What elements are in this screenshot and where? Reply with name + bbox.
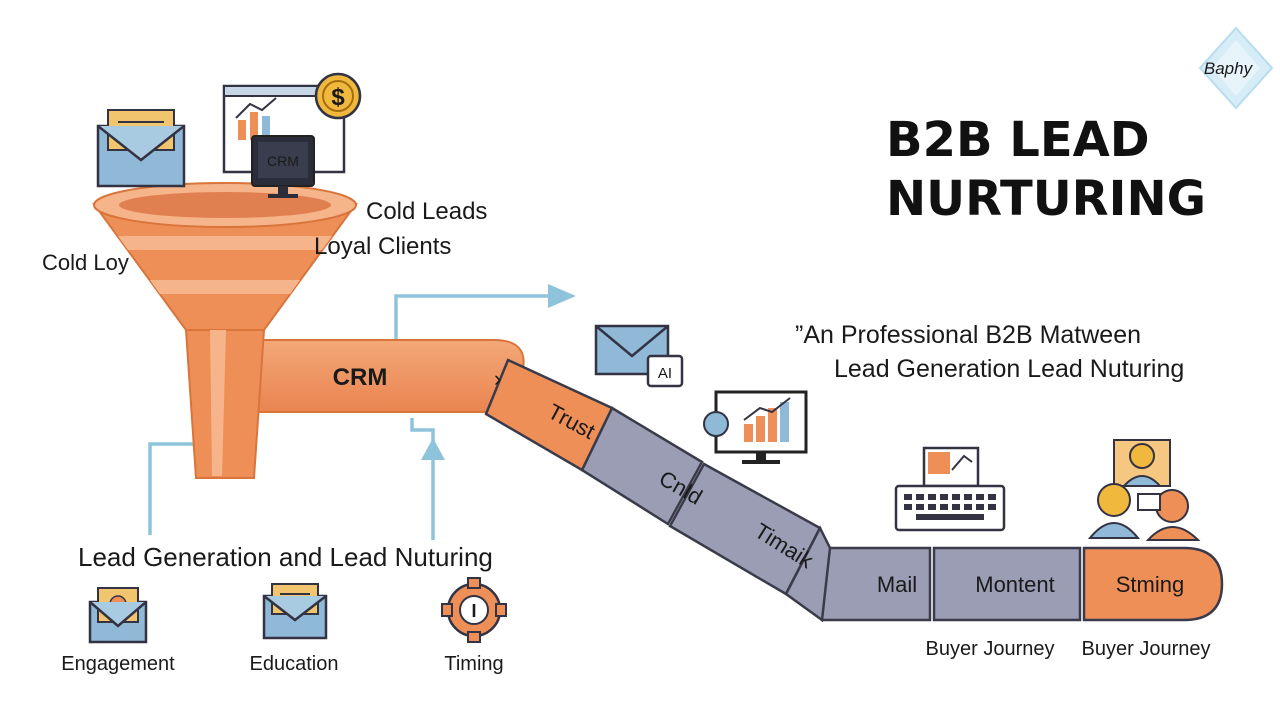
funnel: [92, 182, 358, 479]
title-line-2: NURTURING: [886, 171, 1206, 227]
pipe-label-crm: CRM: [333, 364, 388, 391]
segment-mail: Mail: [877, 572, 917, 597]
quote-line-1: ”An Professional B2B Matween: [795, 321, 1141, 349]
pipe-end: [1082, 546, 1224, 622]
timing-gear-icon: I: [441, 577, 507, 643]
segment-stming: Stming: [1116, 572, 1184, 597]
buyer-journey-label-2: Buyer Journey: [1082, 638, 1211, 660]
brand-logo: Baphy: [1198, 26, 1274, 110]
label-timing: Timing: [444, 653, 503, 675]
svg-text:$: $: [331, 84, 345, 111]
pipe-chevron-icon: ›: [494, 366, 501, 391]
flow-arrows: [148, 284, 576, 540]
pipe-bend: [784, 525, 832, 623]
crm-monitor-icon: CRM: [251, 135, 315, 198]
crm-monitor-label: CRM: [267, 153, 299, 169]
label-engagement: Engagement: [61, 653, 175, 675]
label-education: Education: [250, 653, 339, 675]
brand-name: Baphy: [1204, 59, 1254, 78]
envelope-icon: [96, 109, 186, 188]
email-ai-icon: AI: [594, 324, 684, 388]
segment-montent: Montent: [975, 572, 1055, 597]
svg-text:I: I: [471, 601, 476, 621]
education-icon: [262, 583, 328, 640]
team-people-icon: [1087, 439, 1201, 541]
keyboard-icon: [894, 446, 1006, 532]
engagement-icon: [88, 587, 148, 644]
label-loyal-clients: Loyal Clients: [314, 233, 451, 260]
label-cold-loy: Cold Loy: [42, 250, 129, 275]
quote-line-2: Lead Generation Lead Nuturing: [834, 355, 1184, 383]
analytics-monitor-icon: [703, 390, 808, 464]
label-cold-leads: Cold Leads: [366, 198, 487, 225]
dollar-coin-icon: $: [314, 72, 362, 120]
title-line-1: B2B LEAD: [886, 112, 1150, 168]
subtitle-lead-generation: Lead Generation and Lead Nuturing: [78, 542, 493, 572]
ai-badge-label: AI: [658, 365, 672, 382]
buyer-journey-label-1: Buyer Journey: [926, 638, 1055, 660]
pipe-trust: [484, 358, 614, 472]
